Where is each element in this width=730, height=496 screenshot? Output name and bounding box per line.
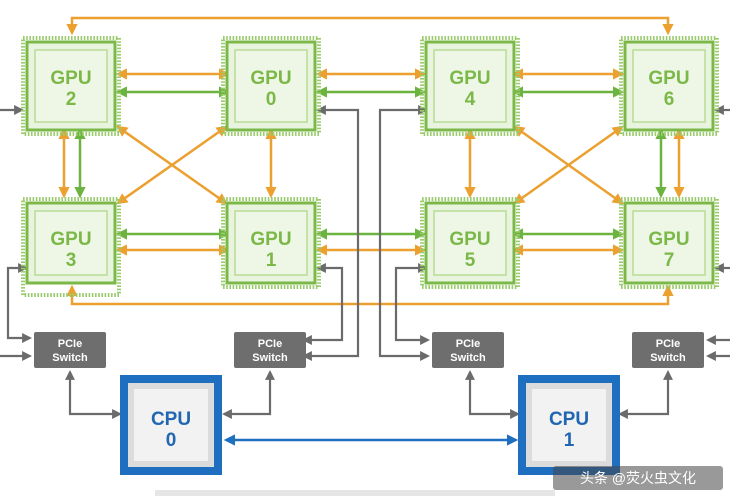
gpu-chip: GPU 6 <box>619 36 719 136</box>
switch-label-line2: Switch <box>252 352 288 364</box>
pcie-gpu5-sw3 <box>394 263 430 345</box>
nvlink-green-links <box>74 86 667 240</box>
bottom-scroll-strip <box>155 490 555 496</box>
link-gpu0-gpu3-cross <box>116 125 228 205</box>
gpu-label-index: 7 <box>664 250 675 271</box>
pcie-sw4-cpu1 <box>618 370 673 419</box>
switch-label-line1: PCIe <box>656 338 680 350</box>
cpu-label-index: 0 <box>166 430 177 451</box>
nvlink-orange-links <box>58 16 685 306</box>
cpu-chip: CPU 1 <box>518 375 620 475</box>
pcie-switch: PCIe Switch <box>234 332 306 368</box>
gpu-chip: GPU 4 <box>420 36 520 136</box>
switch-label-line1: PCIe <box>258 338 282 350</box>
gpu-label-name: GPU <box>449 229 490 250</box>
pcie-sw3-cpu1 <box>465 370 520 419</box>
pcie-sw2-cpu0 <box>222 370 275 419</box>
gpu-label-name: GPU <box>250 68 291 89</box>
gpu-chip: GPU 2 <box>21 36 121 136</box>
gpu-chip: GPU 7 <box>619 197 719 289</box>
link-gpu2-gpu6-top <box>66 16 674 36</box>
switch-label-line1: PCIe <box>58 338 82 350</box>
cpu-chip: CPU 0 <box>120 375 222 475</box>
gpu-label-index: 5 <box>465 250 476 271</box>
gpu-label-index: 1 <box>266 250 277 271</box>
switch-label-line2: Switch <box>52 352 88 364</box>
pcie-switch: PCIe Switch <box>432 332 504 368</box>
pcie-links <box>0 105 730 419</box>
cpu-label-name: CPU <box>549 409 589 430</box>
gpu-label-name: GPU <box>50 68 91 89</box>
pcie-switch: PCIe Switch <box>34 332 106 368</box>
gpu-label-index: 0 <box>266 89 277 110</box>
switch-label-line2: Switch <box>450 352 486 364</box>
gpu-chip: GPU 0 <box>221 36 321 136</box>
gpu-chip: GPU 3 <box>21 197 121 297</box>
switch-label-line2: Switch <box>650 352 686 364</box>
watermark-label: 头条 @荧火虫文化 <box>553 466 723 490</box>
gpu-label-name: GPU <box>50 229 91 250</box>
gpu-label-name: GPU <box>449 68 490 89</box>
gpu-label-index: 4 <box>465 89 476 110</box>
pcie-gpu4-sw3 <box>378 105 430 361</box>
pcie-sw1-cpu0 <box>65 370 122 419</box>
pcie-gpu0-sw2 <box>302 105 360 361</box>
pcie-gpu1-sw2 <box>302 263 344 345</box>
cpu-label-index: 1 <box>564 430 575 451</box>
gpu-label-index: 3 <box>66 250 77 271</box>
gpu-label-index: 6 <box>664 89 675 110</box>
gpu-label-index: 2 <box>66 89 77 110</box>
pcie-switch: PCIe Switch <box>632 332 704 368</box>
pcie-gpu3-sw1 <box>6 263 32 343</box>
gpu-chip: GPU 5 <box>420 197 520 289</box>
gpu-label-name: GPU <box>250 229 291 250</box>
gpu-chip: GPU 1 <box>221 197 321 289</box>
gpu-label-name: GPU <box>648 229 689 250</box>
gpu-label-name: GPU <box>648 68 689 89</box>
link-gpu3-gpu7-bottom <box>66 284 674 306</box>
cpu-label-name: CPU <box>151 409 191 430</box>
link-gpu6-gpu5-cross <box>513 125 624 205</box>
switch-label-line1: PCIe <box>456 338 480 350</box>
